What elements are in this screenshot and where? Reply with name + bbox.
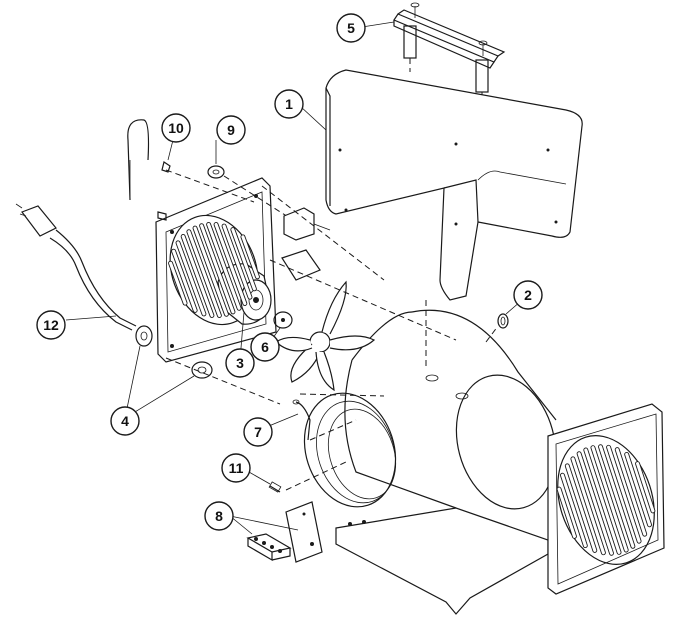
fan-blade-icon [275, 280, 376, 392]
front-grille-slot [192, 225, 229, 317]
front-grille-slots [168, 222, 260, 318]
terminal-block-icon [246, 501, 323, 563]
rear-grille-slot [570, 456, 606, 556]
rear-grille-slot [564, 463, 598, 553]
rear-grille-slot [624, 451, 652, 528]
front-grille-slot [240, 234, 260, 280]
callout-11: 11 [221, 453, 251, 483]
callout-12-label: 12 [43, 317, 59, 333]
bushing-icon [485, 313, 509, 343]
callout-2-label: 2 [524, 287, 532, 303]
callout-10: 10 [161, 113, 191, 143]
heating-element-icon [292, 392, 397, 508]
thermostat-icon [127, 119, 255, 221]
rear-grille-slot [560, 472, 588, 549]
front-grille-slot [230, 227, 257, 292]
control-box [281, 207, 331, 281]
front-grille-slot [171, 248, 198, 313]
front-grille-slot [180, 234, 215, 318]
assembly-lines [165, 185, 457, 491]
strain-relief-icon [135, 325, 213, 379]
callout-4: 4 [110, 406, 140, 436]
rear-grille-slots [556, 444, 656, 556]
rear-grille-slot [614, 447, 648, 537]
callout-1: 1 [274, 89, 304, 119]
power-cord-icon [15, 203, 137, 331]
callout-12: 12 [36, 310, 66, 340]
callout-10-label: 10 [168, 120, 184, 136]
callout-7: 7 [243, 417, 273, 447]
rear-grille-slot [606, 444, 642, 544]
rear-grille-slot [583, 447, 622, 555]
front-grille-slot [186, 229, 222, 318]
callout-4-label: 4 [121, 413, 129, 429]
callout-6-label: 6 [261, 339, 269, 355]
front-grille-slot [168, 260, 188, 306]
callout-6: 6 [250, 332, 280, 362]
top-cover-icon [325, 69, 583, 301]
rear-grille-slot [590, 445, 629, 553]
front-grille-slot [221, 223, 253, 300]
base-plate [335, 507, 549, 615]
callout-9-label: 9 [227, 122, 235, 138]
callout-8: 8 [204, 501, 234, 531]
callout-3: 3 [225, 348, 255, 378]
callout-8-label: 8 [215, 508, 223, 524]
rear-grille-slot [635, 461, 656, 514]
callout-9: 9 [216, 115, 246, 145]
fan-hub-icon [273, 311, 293, 329]
callout-1-label: 1 [285, 96, 293, 112]
front-grille-slot [206, 222, 242, 311]
callout-11-label: 11 [229, 460, 244, 476]
rear-grille-slot [598, 444, 636, 549]
thermostat-knob-icon [207, 165, 297, 223]
callout-5-label: 5 [347, 20, 355, 36]
front-grille-slot [213, 222, 248, 306]
callout-5: 5 [336, 13, 366, 43]
rear-grille-slot [556, 486, 577, 539]
callout-7-label: 7 [254, 424, 262, 440]
callout-3-label: 3 [236, 355, 244, 371]
front-grille-slot [199, 223, 236, 315]
heater-shell [344, 300, 557, 510]
callout-2: 2 [513, 280, 543, 310]
front-grille-slot [175, 240, 207, 317]
fuse-icon [268, 481, 282, 493]
rear-grille-slot [576, 451, 614, 556]
